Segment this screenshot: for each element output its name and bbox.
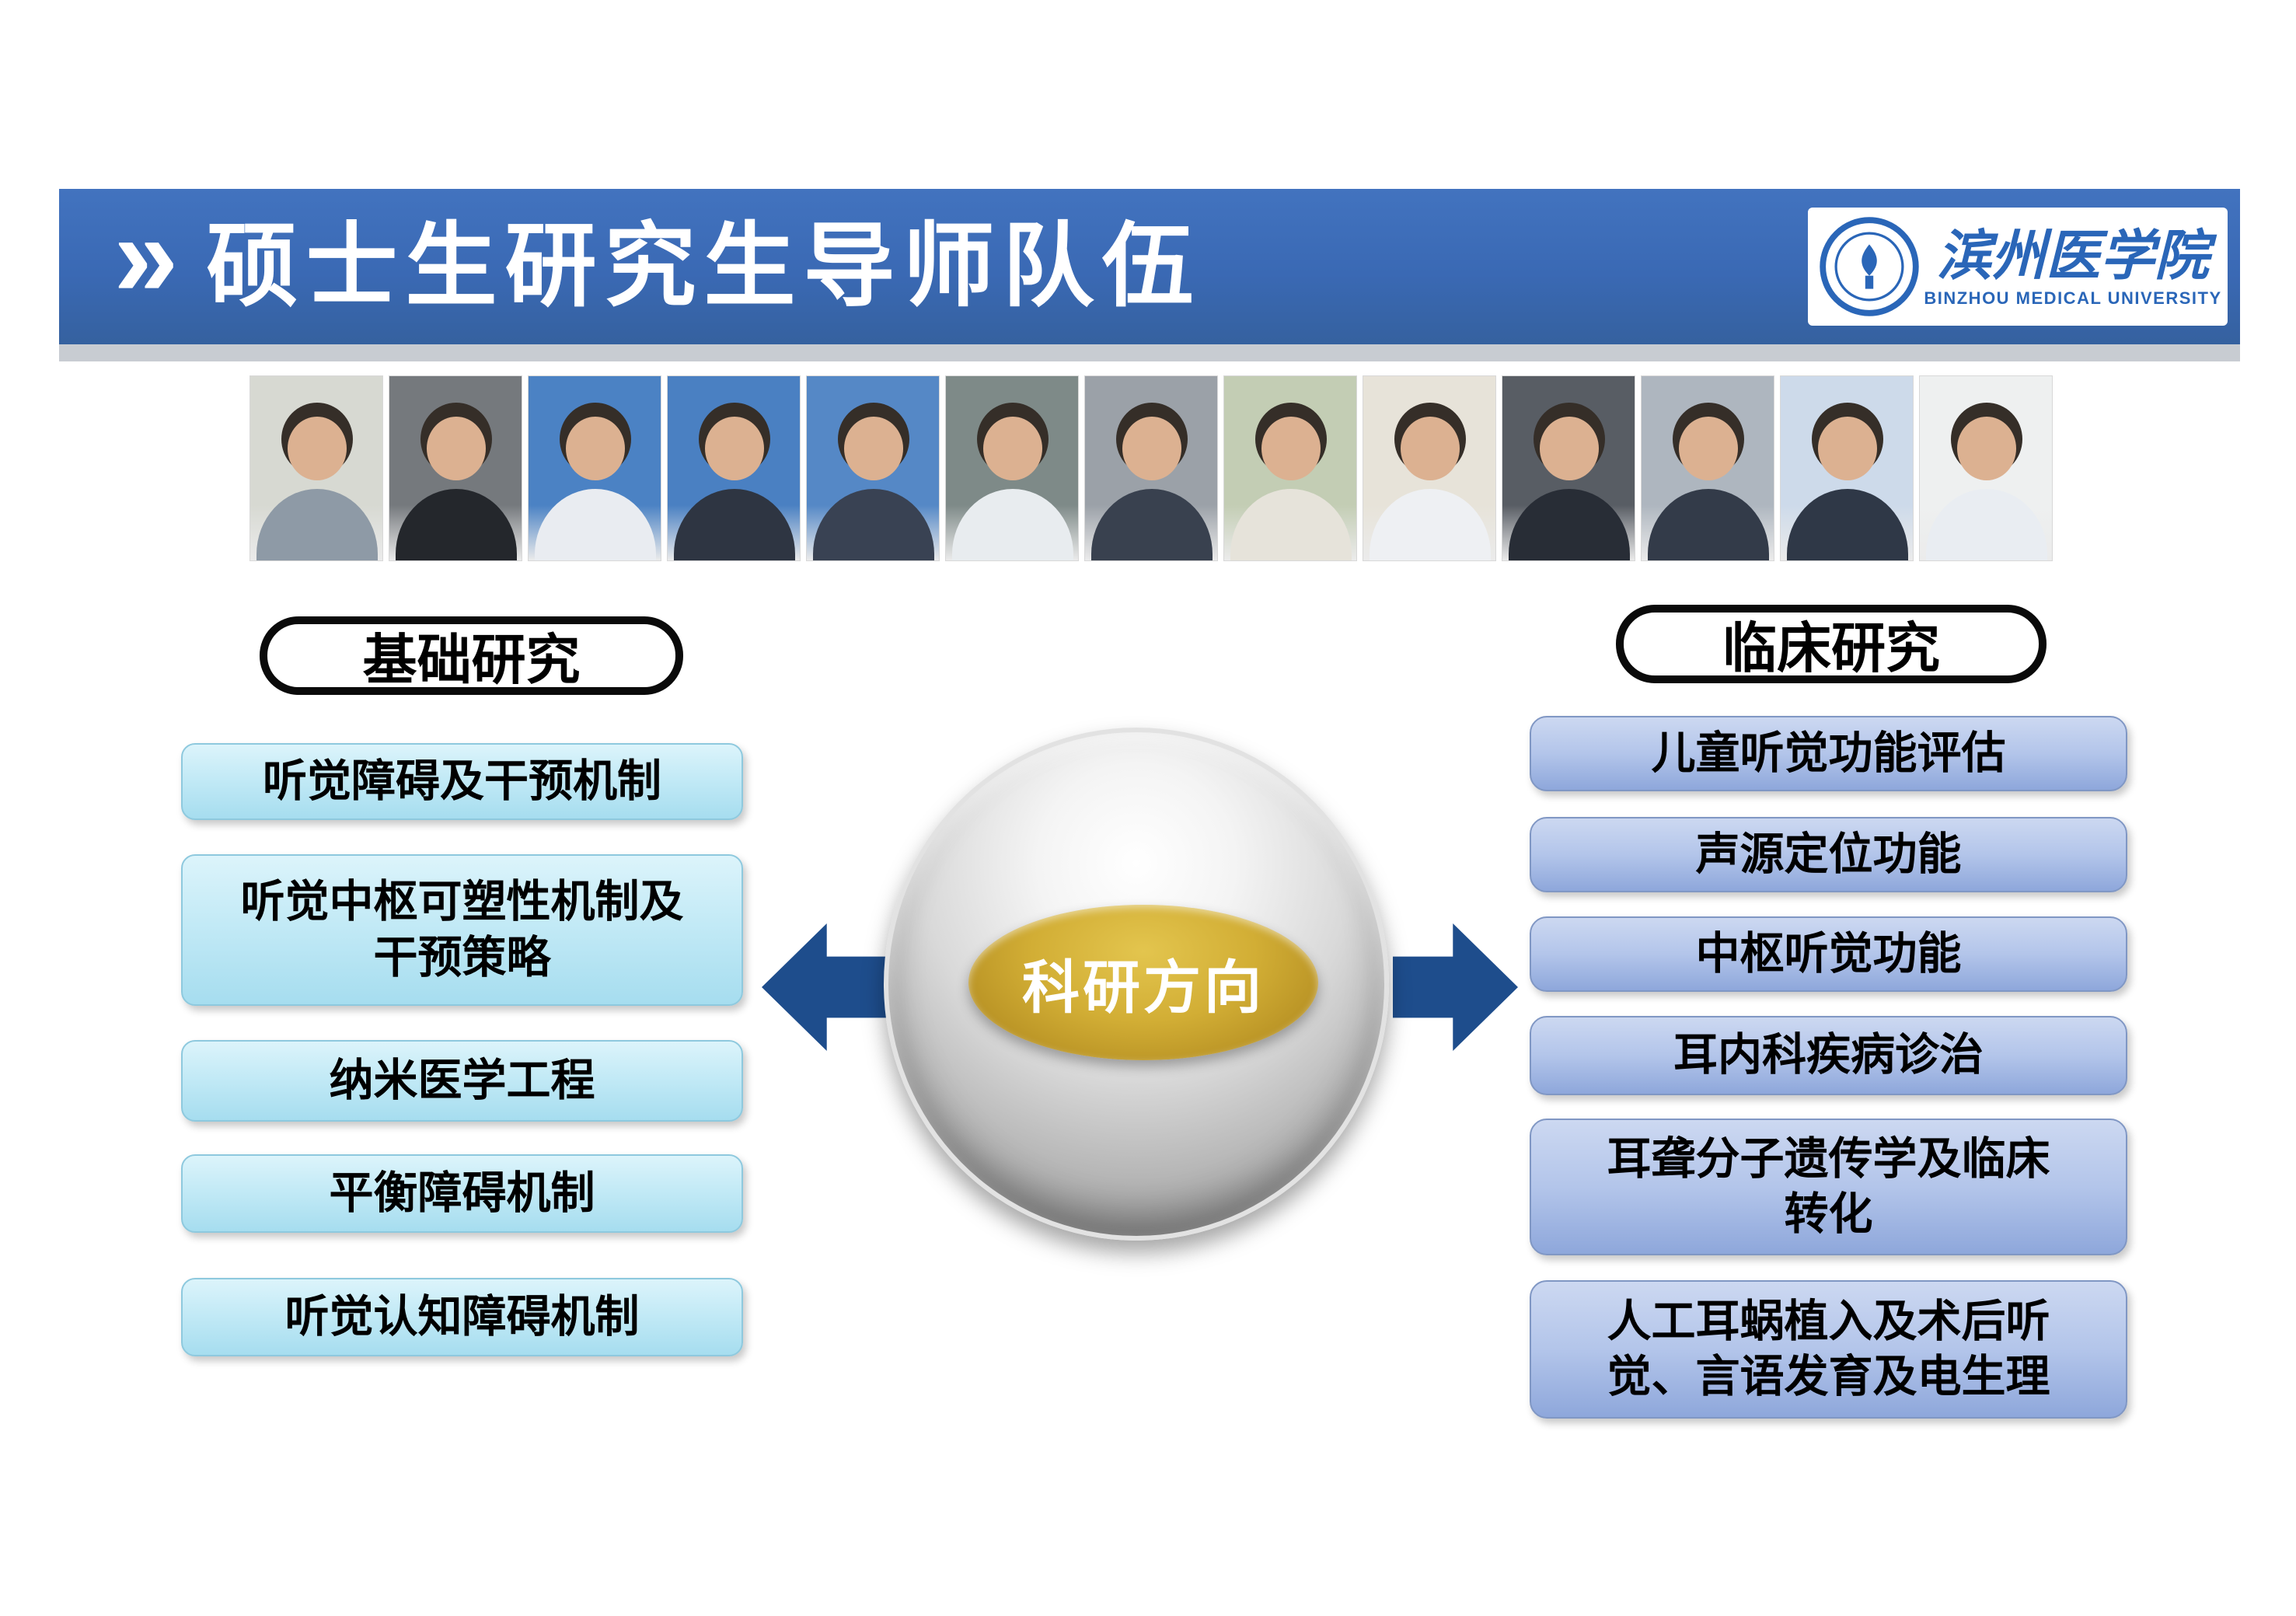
research-direction-ellipse: 科研方向: [968, 905, 1318, 1060]
faculty-photo: [1223, 375, 1357, 561]
basic-research-label: 基础研究: [260, 616, 683, 695]
clinical-topic-text: 声源定位功能: [1695, 829, 1962, 879]
faculty-photo: [528, 375, 661, 561]
clinical-topic-box: 耳内科疾病诊治: [1530, 1016, 2127, 1095]
faculty-photo: [806, 375, 940, 561]
faculty-photo: [1084, 375, 1218, 561]
person-silhouette-head: [1540, 417, 1599, 480]
clinical-topic-text: 中枢听觉功能: [1695, 928, 1962, 979]
clinical-topic-text: 人工耳蜗植入及术后听 觉、言语发育及电生理: [1607, 1296, 2050, 1401]
person-silhouette-torso: [952, 489, 1073, 560]
clinical-topic-box: 人工耳蜗植入及术后听 觉、言语发育及电生理: [1530, 1280, 2127, 1419]
person-silhouette-head: [566, 417, 625, 480]
clinical-topic-box: 耳聋分子遗传学及临床 转化: [1530, 1119, 2127, 1255]
person-silhouette-head: [705, 417, 764, 480]
clinical-topic-text: 儿童听觉功能评估: [1651, 728, 2006, 778]
basic-topic-box: 平衡障碍机制: [181, 1154, 743, 1233]
person-silhouette-torso: [1091, 489, 1213, 560]
university-name-en: BINZHOU MEDICAL UNIVERSITY: [1924, 288, 2222, 308]
person-silhouette-head: [1122, 417, 1181, 480]
university-name-cn: 滨州医学院: [1937, 222, 2209, 288]
person-silhouette-head: [1957, 417, 2016, 480]
faculty-photo: [389, 375, 522, 561]
basic-topic-text: 听觉障碍及干预机制: [263, 756, 661, 806]
person-silhouette-head: [288, 417, 347, 480]
basic-topic-box: 纳米医学工程: [181, 1040, 743, 1122]
university-logo: 滨州医学院 BINZHOU MEDICAL UNIVERSITY: [1808, 208, 2228, 326]
person-silhouette-head: [1401, 417, 1460, 480]
faculty-photo: [249, 375, 383, 561]
person-silhouette-head: [427, 417, 486, 480]
person-silhouette-head: [844, 417, 903, 480]
research-direction-text: 科研方向: [1022, 955, 1265, 1020]
person-silhouette-head: [1679, 417, 1738, 480]
clinical-topic-box: 中枢听觉功能: [1530, 916, 2127, 992]
faculty-photo: [667, 375, 801, 561]
person-silhouette-torso: [535, 489, 656, 560]
basic-topic-text: 平衡障碍机制: [329, 1167, 595, 1218]
clinical-topic-text: 耳内科疾病诊治: [1673, 1030, 1984, 1080]
university-emblem-icon: [1819, 216, 1920, 317]
person-silhouette-torso: [1926, 489, 2047, 560]
faculty-photo: [945, 375, 1079, 561]
page-title: 硕士生研究生导师队伍: [206, 215, 1202, 318]
basic-research-text: 基础研究: [362, 630, 581, 690]
person-silhouette-torso: [1370, 489, 1491, 560]
faculty-photo: [1363, 375, 1496, 561]
clinical-topic-box: 儿童听觉功能评估: [1530, 716, 2127, 791]
basic-topic-box: 听觉中枢可塑性机制及 干预策略: [181, 854, 743, 1006]
basic-topic-text: 纳米医学工程: [329, 1055, 595, 1105]
faculty-photo: [1641, 375, 1774, 561]
person-silhouette-torso: [396, 489, 517, 560]
faculty-photo: [1780, 375, 1914, 561]
basic-topic-box: 听觉障碍及干预机制: [181, 743, 743, 820]
person-silhouette-torso: [1648, 489, 1769, 560]
clinical-topic-box: 声源定位功能: [1530, 817, 2127, 892]
person-silhouette-torso: [1509, 489, 1630, 560]
person-silhouette-torso: [813, 489, 934, 560]
clinical-topic-text: 耳聋分子遗传学及临床 转化: [1607, 1133, 2050, 1239]
basic-topic-text: 听觉认知障碍机制: [284, 1291, 640, 1342]
person-silhouette-head: [1261, 417, 1321, 480]
person-silhouette-torso: [1230, 489, 1352, 560]
person-silhouette-torso: [1787, 489, 1908, 560]
basic-topic-text: 听觉中枢可塑性机制及 干预策略: [240, 877, 684, 983]
photo-row: [249, 375, 2060, 561]
university-logo-text: 滨州医学院 BINZHOU MEDICAL UNIVERSITY: [1924, 222, 2221, 309]
faculty-photo: [1919, 375, 2053, 561]
clinical-research-text: 临床研究: [1722, 618, 1940, 679]
person-silhouette-torso: [256, 489, 378, 560]
left-arrow-icon: [762, 923, 887, 1051]
faculty-photo: [1502, 375, 1635, 561]
person-silhouette-torso: [674, 489, 795, 560]
clinical-research-label: 临床研究: [1616, 605, 2047, 683]
research-direction-sphere: 科研方向: [884, 728, 1389, 1241]
header-banner: » 硕士生研究生导师队伍 滨州医学院 BINZHOU MEDICAL UNIVE…: [59, 189, 2240, 344]
person-silhouette-head: [1818, 417, 1877, 480]
basic-topic-box: 听觉认知障碍机制: [181, 1278, 743, 1356]
banner-underline: [59, 344, 2240, 361]
right-arrow-icon: [1393, 923, 1518, 1051]
person-silhouette-head: [983, 417, 1042, 480]
chevron-icon: »: [113, 190, 179, 321]
